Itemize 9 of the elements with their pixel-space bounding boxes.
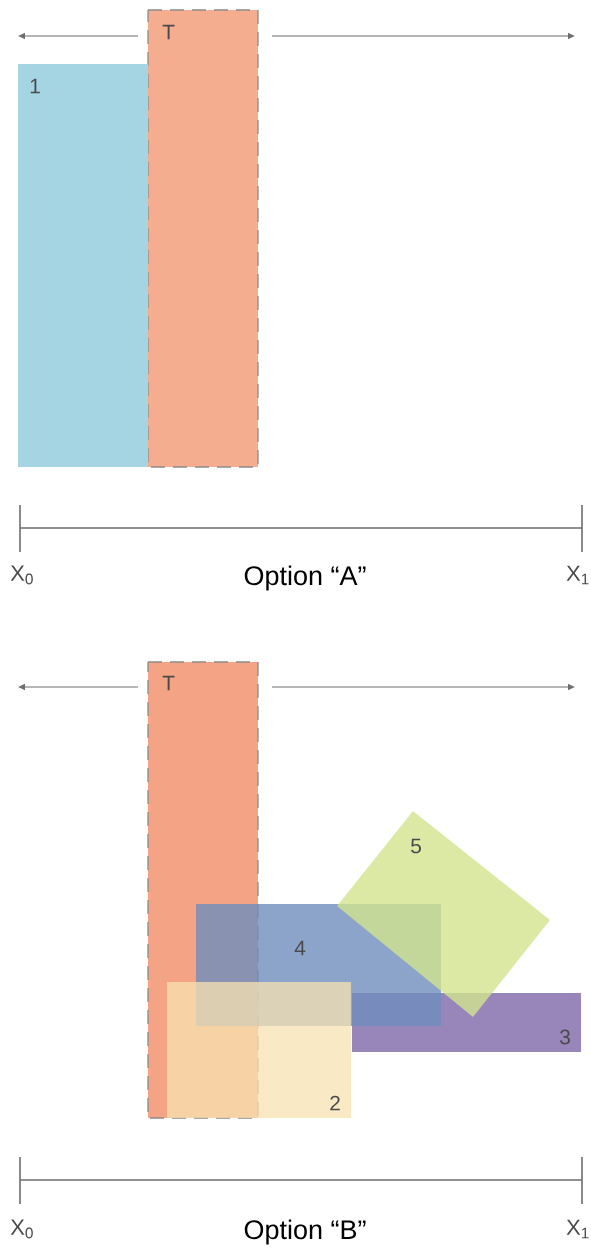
- axis-label: X$_{1}$: [566, 565, 589, 585]
- rectangle: 2: [167, 982, 351, 1118]
- axis-label: X$_{0}$: [10, 565, 33, 585]
- axis-label: X$_{1}$: [566, 1219, 589, 1239]
- axis-label: X$_{0}$: [10, 1219, 33, 1239]
- caption: Option “B”: [244, 1219, 366, 1245]
- caption: Option “A”: [244, 565, 366, 591]
- dashed-bar: T: [147, 9, 259, 468]
- rectangle: 1: [18, 64, 148, 467]
